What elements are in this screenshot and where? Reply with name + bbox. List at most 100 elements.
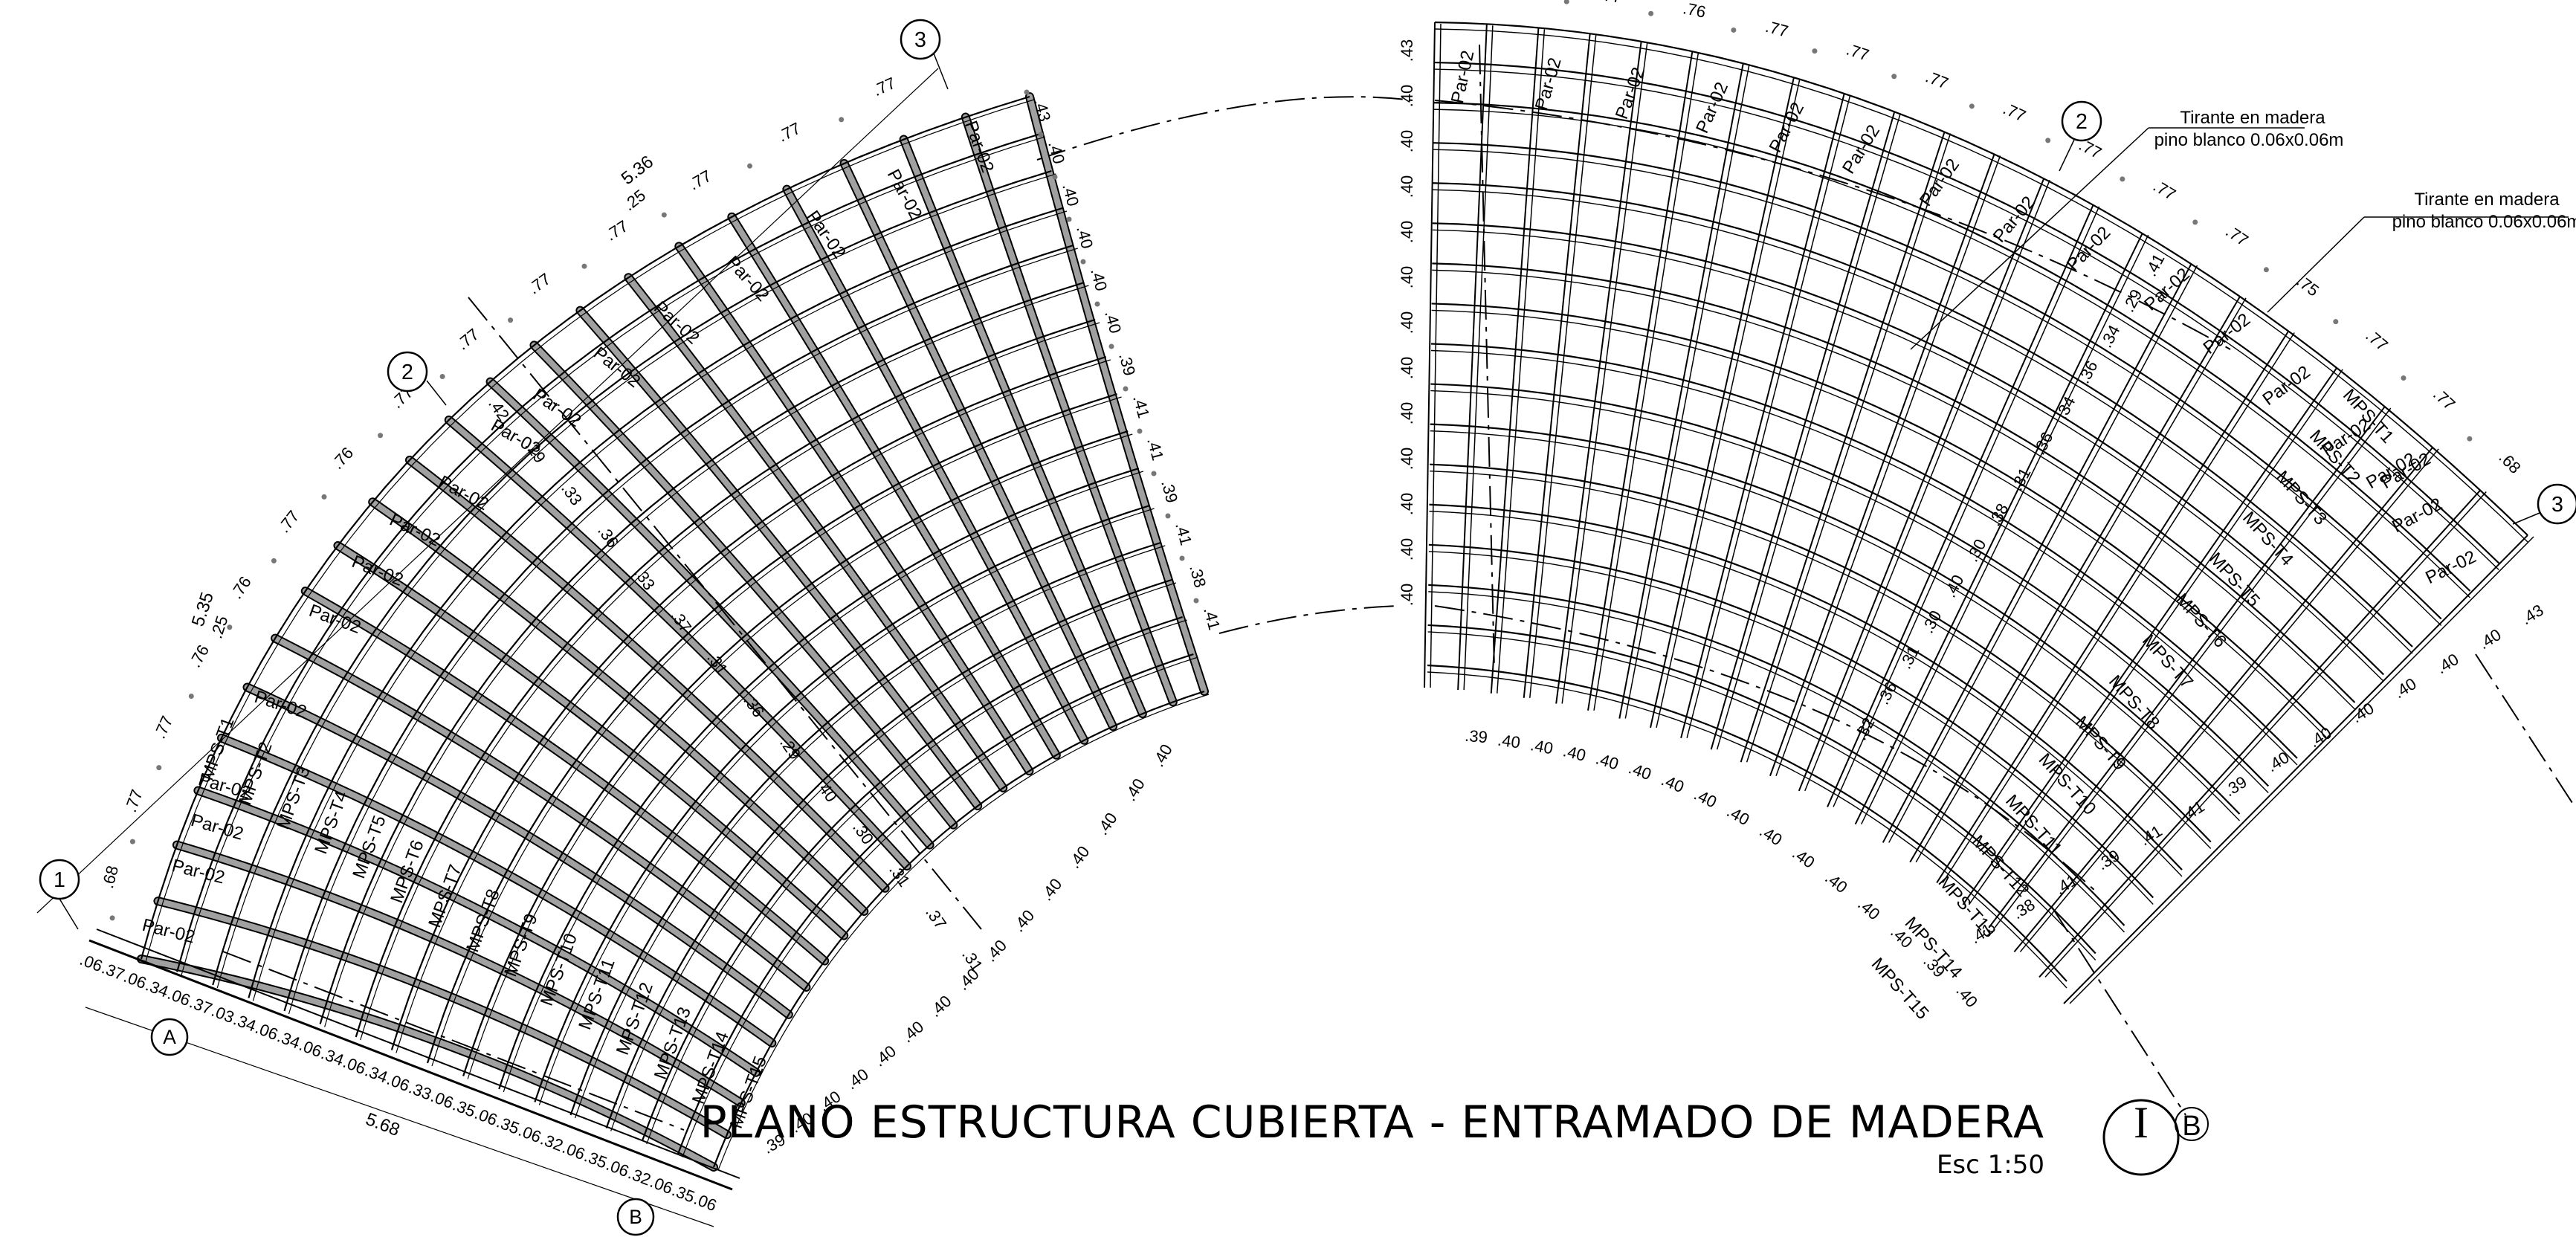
rafter-line: [1463, 25, 1494, 691]
dim-label: .36: [2074, 358, 2101, 387]
axis-bubble-2: 2: [387, 351, 428, 393]
dim-tick: [1038, 132, 1044, 138]
purlin-edge: [145, 99, 1035, 963]
dim-label: .40: [1789, 844, 1818, 872]
dim-label: .36: [1873, 679, 1900, 708]
dim-label: .30: [1918, 607, 1945, 636]
dim-label: .40: [1626, 758, 1653, 784]
dim-label: .38: [1186, 563, 1210, 590]
dim-tick: [747, 163, 753, 169]
member-label-par: Par-02: [387, 510, 444, 551]
rafter-line: [1716, 113, 1902, 750]
purlin: [1427, 664, 2067, 982]
dim-label: .41: [1200, 605, 1224, 632]
dim-tick: [2467, 436, 2473, 442]
dim-tick: [1108, 343, 1114, 349]
dim-label: .40: [1398, 538, 1416, 561]
rafter-line: [1833, 206, 2100, 807]
rafter-line: [1968, 369, 2343, 905]
rafter: [406, 456, 888, 891]
dim-label: .40: [2475, 625, 2504, 653]
rafter-line: [2013, 447, 2433, 953]
member-label-mps: MPS-T8: [2105, 671, 2163, 733]
purlin: [140, 95, 1030, 960]
purlin-edge: [1430, 430, 2240, 821]
member-label-par: Par-02: [1989, 193, 2039, 247]
svg-text:B: B: [629, 1206, 642, 1228]
edge-beam: [96, 928, 740, 1179]
purlin-edge: [181, 136, 1045, 975]
dim-label: .77: [525, 269, 554, 297]
purlin: [1431, 303, 2327, 731]
purlin: [1430, 423, 2241, 815]
dim-label: .40: [1594, 749, 1621, 773]
dim-label: .77: [602, 216, 631, 245]
dim-label: .41: [1172, 520, 1195, 547]
purlin: [462, 430, 1129, 1076]
dim-tick: [1731, 27, 1737, 33]
purlin-edge: [574, 545, 1166, 1119]
rafter-line: [1988, 406, 2386, 928]
member-label-mps: MPS-T1: [197, 714, 238, 783]
purlin: [1433, 102, 2471, 592]
rafter: [676, 243, 1033, 775]
dim-label: .31: [1896, 643, 1923, 672]
dim-label: .40: [1691, 785, 1720, 812]
dim-label: .39: [1464, 726, 1488, 747]
svg-text:1: 1: [54, 868, 65, 892]
dim-label: .40: [1497, 731, 1522, 752]
dim-label: .77: [2362, 326, 2392, 355]
dim-tick: [156, 765, 162, 771]
dim-label: .40: [1724, 802, 1753, 830]
purlin-edge: [538, 508, 1155, 1105]
dim-tick: [661, 212, 667, 218]
dim-tick: [2401, 375, 2406, 381]
center-line: [1434, 605, 2097, 893]
rafter-line: [1497, 29, 1546, 694]
dim-tick: [1137, 428, 1143, 434]
dim-tick: [508, 317, 514, 323]
purlin-edge: [467, 433, 1133, 1079]
dim-label: .40: [1398, 266, 1416, 289]
dim-label: .30: [1963, 536, 1989, 565]
rafter-line: [1962, 367, 2337, 905]
purlin: [498, 467, 1140, 1090]
center-line: [222, 951, 685, 1131]
dim-tick: [2263, 267, 2269, 273]
dim-line: [85, 1007, 714, 1227]
purlin-edge: [1434, 28, 2528, 543]
drawing-scale: Esc 1:50: [1937, 1150, 2044, 1180]
axis-bubble-3: 3: [900, 19, 941, 60]
member-label-mps: MPS-T9: [2071, 712, 2130, 774]
rafter: [445, 417, 910, 869]
drawing-title: PLANO ESTRUCTURA CUBIERTA - ENTRAMADO DE…: [700, 1096, 2044, 1149]
section-number: I: [2134, 1098, 2149, 1147]
axis-leader: [933, 53, 949, 90]
rafter-line: [1882, 263, 2192, 843]
rafter-line: [2044, 491, 2487, 978]
purlin-edge: [1429, 511, 2183, 877]
axis-bubble-1: 1: [39, 859, 80, 900]
dim-label: .77: [2222, 222, 2251, 250]
axis-leader: [59, 898, 79, 930]
rafter: [173, 842, 744, 1106]
svg-text:2: 2: [2076, 110, 2088, 134]
rafter-line: [2063, 534, 2528, 1004]
purlin-edge: [1427, 671, 2067, 989]
dim-label: .40: [1398, 493, 1416, 516]
svg-text:3: 3: [914, 28, 926, 52]
dim-label: .29: [776, 734, 804, 763]
member-label-par: Par-02: [1447, 48, 1478, 105]
dim-label: .77: [274, 507, 303, 537]
purlin: [1432, 262, 2356, 703]
svg-text:2: 2: [401, 361, 413, 384]
dim-label: .77: [150, 713, 176, 741]
purlin-edge: [1433, 149, 2442, 627]
rafter-line: [1746, 133, 1952, 763]
rafter-line: [1618, 63, 1744, 719]
rafter-line: [1804, 179, 2050, 792]
dim-label: .40: [1398, 402, 1416, 425]
rafter-line: [1561, 42, 1648, 704]
dim-label: .38: [2009, 895, 2038, 923]
left-wing-framing: [88, 92, 1210, 1191]
